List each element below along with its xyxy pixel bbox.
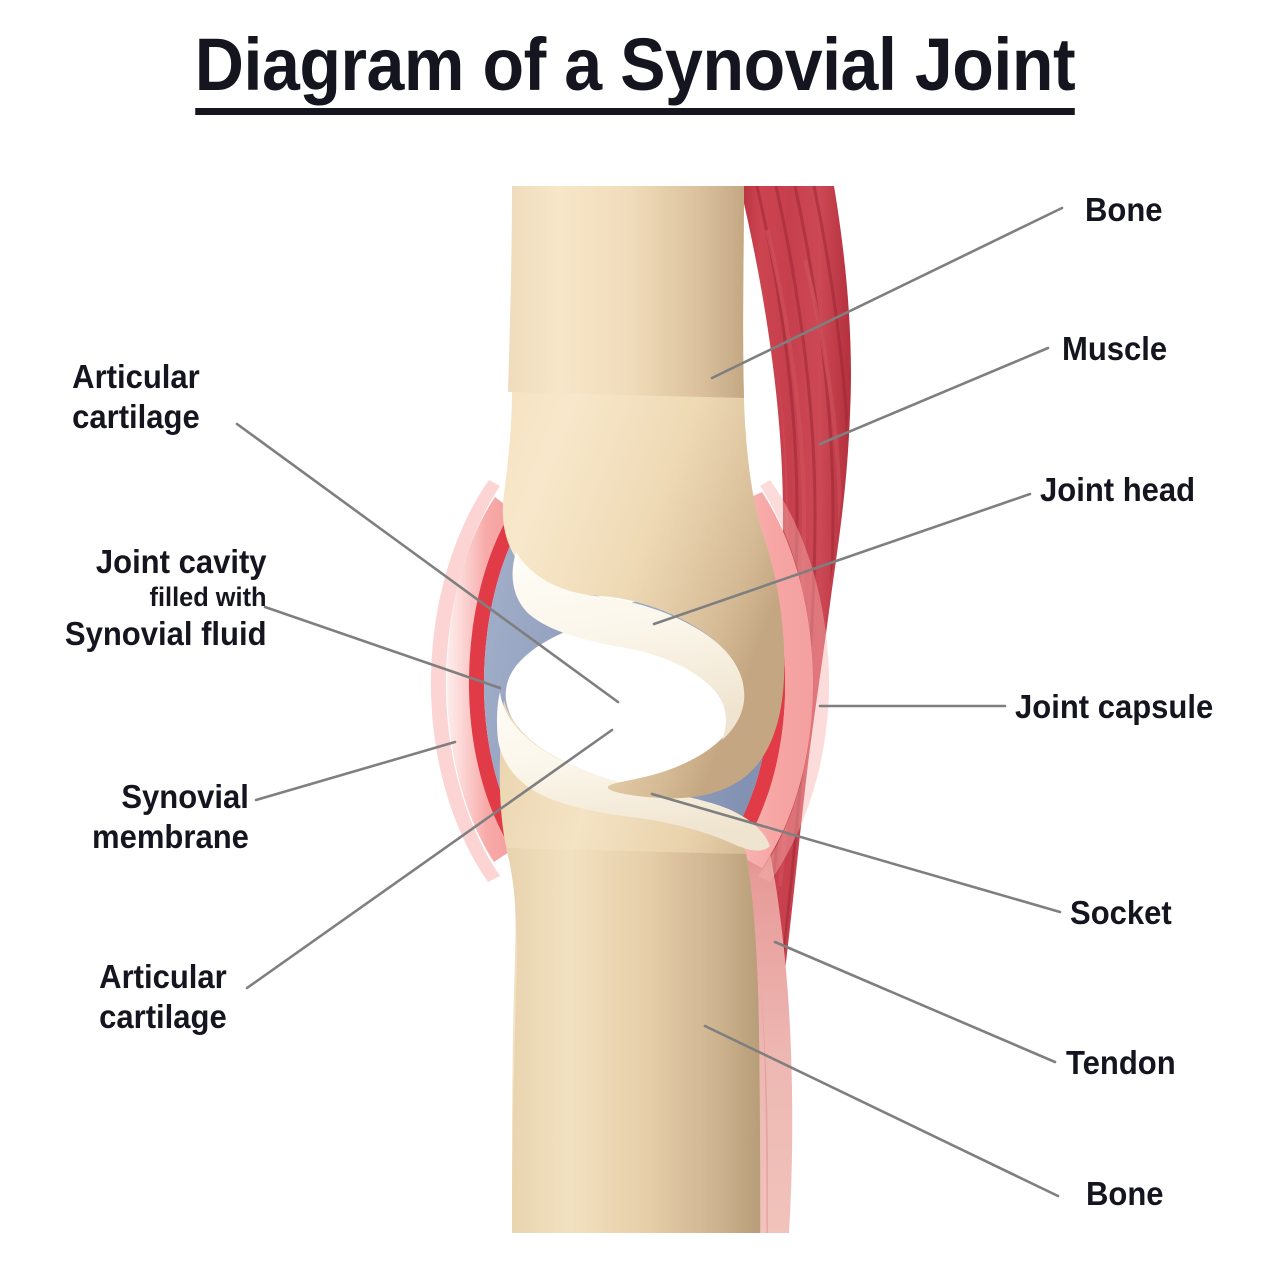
label-synovial-membrane: Synovial membrane — [92, 777, 249, 858]
label-joint-capsule: Joint capsule — [1015, 687, 1213, 727]
bone-lower-group — [499, 700, 760, 1233]
label-joint-head: Joint head — [1040, 470, 1195, 510]
page-title-text: Diagram of a Synovial Joint — [194, 26, 1076, 115]
page-title: Diagram of a Synovial Joint — [51, 26, 1219, 115]
articular-cartilage-upper — [512, 552, 745, 740]
label-joint-cavity: Joint cavity filled with Synovial fluid — [65, 542, 267, 654]
joint-capsule-right — [736, 492, 814, 868]
leader-lines — [235, 206, 1064, 1198]
label-line: Joint cavity — [96, 543, 268, 580]
articular-cartilage-lower — [496, 692, 770, 851]
leader-articular-cartilage-upper — [235, 422, 620, 704]
label-articular-cartilage-upper: Articular cartilage — [72, 357, 200, 438]
leader-muscle — [818, 346, 1050, 446]
bone-upper-shaft — [508, 186, 744, 398]
label-muscle: Muscle — [1062, 329, 1167, 369]
label-line: Synovial fluid — [65, 615, 267, 653]
label-line: Synovial — [121, 778, 249, 815]
leader-bone-lower — [703, 1024, 1060, 1198]
label-tendon: Tendon — [1066, 1043, 1176, 1083]
bone-lower-shaft — [506, 848, 760, 1233]
joint-capsule-halo-right — [758, 480, 830, 882]
label-line: cartilage — [72, 398, 200, 436]
label-line: Bone — [1086, 1175, 1164, 1212]
leader-synovial-membrane — [254, 740, 457, 802]
label-socket: Socket — [1070, 893, 1172, 933]
label-line-small: filled with — [149, 582, 267, 613]
label-line: Articular — [99, 958, 227, 995]
leader-joint-head — [652, 492, 1032, 626]
label-line: membrane — [92, 818, 249, 856]
bone-upper-group — [502, 186, 785, 799]
leader-articular-cartilage-lower — [245, 728, 614, 990]
label-line: cartilage — [99, 998, 227, 1036]
label-line: Socket — [1070, 894, 1172, 931]
label-line: Bone — [1085, 191, 1163, 228]
joint-capsule-halo-left — [430, 480, 500, 882]
label-line: Joint capsule — [1015, 688, 1214, 725]
label-line: Joint head — [1040, 471, 1196, 508]
label-line: Tendon — [1066, 1044, 1176, 1081]
leader-socket — [650, 792, 1062, 914]
leader-joint-cavity — [263, 605, 502, 690]
label-bone-lower: Bone — [1086, 1174, 1164, 1214]
label-articular-cartilage-lower: Articular cartilage — [99, 957, 227, 1038]
leader-tendon — [773, 940, 1057, 1064]
synovial-membrane — [468, 510, 524, 850]
label-bone-upper: Bone — [1085, 190, 1163, 230]
label-line: Muscle — [1062, 330, 1168, 367]
leader-bone-upper — [710, 206, 1064, 380]
label-line: Articular — [72, 358, 200, 395]
